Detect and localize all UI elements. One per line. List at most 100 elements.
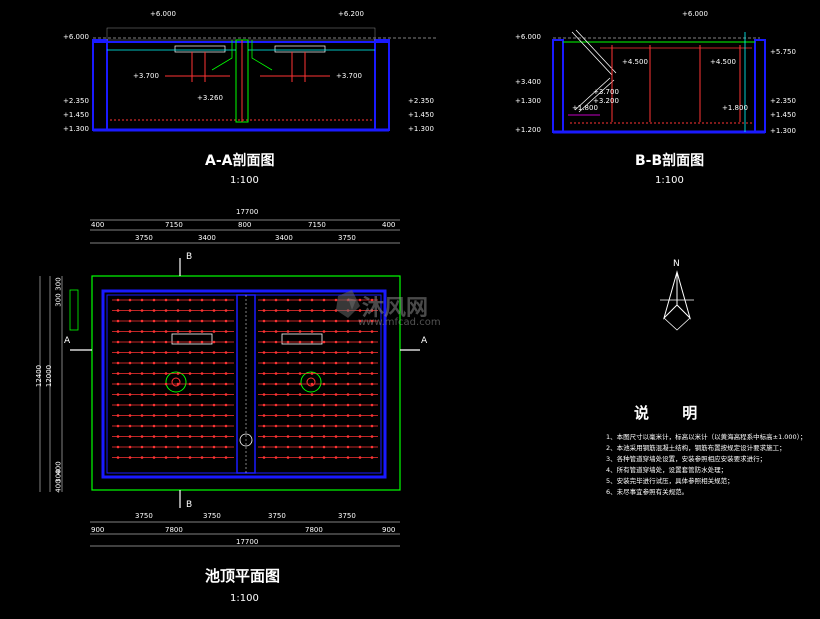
diffuser-head: [286, 330, 290, 333]
diffuser-head: [188, 403, 192, 407]
plan-top-r2-2: 3400: [275, 234, 293, 242]
diffuser-head: [322, 319, 326, 323]
diffuser-head: [188, 393, 192, 396]
diffuser-head: [274, 445, 278, 449]
diffuser-head: [322, 414, 326, 417]
diffuser-head: [262, 456, 266, 459]
diffuser-head: [262, 393, 266, 396]
note-item: 4、所有管道穿墙处，设置套管防水处理；: [606, 466, 728, 474]
plan-bot-r1-0: 3750: [135, 512, 153, 520]
diffuser-head: [164, 403, 168, 407]
diffuser-head: [128, 340, 132, 344]
diffuser-head: [298, 340, 302, 344]
diffuser-head: [346, 351, 350, 354]
diffuser-head: [310, 361, 314, 365]
diffuser-head: [274, 393, 278, 396]
diffuser-head: [310, 298, 314, 302]
diffuser-head: [116, 445, 120, 449]
diffuser-head: [322, 435, 326, 438]
diffuser-head: [140, 435, 144, 438]
diffuser-head: [140, 330, 144, 333]
bb-elev-4: +4.500: [622, 58, 648, 66]
diffuser-head: [370, 456, 374, 459]
diffuser-head: [370, 414, 374, 417]
aa-elev-8: +2.350: [408, 97, 434, 105]
diffuser-head: [334, 424, 338, 428]
diffuser-head: [152, 435, 156, 438]
diffuser-head: [128, 456, 132, 459]
diffuser-head: [334, 351, 338, 354]
diffuser-head: [310, 393, 314, 396]
diffuser-head: [224, 309, 228, 312]
diffuser-head: [188, 351, 192, 354]
diffuser-head: [164, 424, 168, 428]
diffuser-head: [224, 424, 228, 428]
diffuser-head: [116, 330, 120, 333]
aa-elev-6: +3.260: [197, 94, 223, 102]
diffuser-head: [298, 351, 302, 354]
bb-elev-14: +1.300: [770, 127, 796, 135]
diffuser-head: [164, 309, 168, 312]
north-label: N: [673, 259, 680, 269]
diffuser-head: [298, 319, 302, 323]
diffuser-head: [224, 435, 228, 438]
diffuser-head: [334, 330, 338, 333]
diffuser-head: [286, 393, 290, 396]
diffuser-head: [152, 351, 156, 354]
diffuser-head: [334, 382, 338, 386]
diffuser-head: [116, 361, 120, 365]
diffuser-head: [140, 382, 144, 386]
diffuser-head: [346, 372, 350, 375]
diffuser-head: [188, 340, 192, 344]
diffuser-head: [310, 382, 314, 386]
diffuser-head: [164, 456, 168, 459]
aa-elev-1: +6.000: [150, 10, 176, 18]
diffuser-head: [346, 403, 350, 407]
watermark-logo-icon: [336, 290, 360, 318]
diffuser-head: [310, 351, 314, 354]
aeration-grid: [112, 298, 378, 459]
section-mark-a-left: A: [64, 336, 71, 346]
diffuser-head: [286, 435, 290, 438]
diffuser-head: [128, 298, 132, 302]
diffuser-head: [224, 351, 228, 354]
diffuser-head: [188, 361, 192, 365]
diffuser-head: [310, 456, 314, 459]
diffuser-head: [116, 351, 120, 354]
diffuser-head: [358, 445, 362, 449]
diffuser-head: [334, 372, 338, 375]
diffuser-head: [164, 372, 168, 375]
diffuser-head: [346, 393, 350, 396]
diffuser-head: [274, 414, 278, 417]
diffuser-head: [212, 298, 216, 302]
diffuser-head: [346, 424, 350, 428]
diffuser-head: [370, 309, 374, 312]
bb-elev-8: +3.200: [593, 97, 619, 105]
diffuser-head: [116, 298, 120, 302]
diffuser-head: [298, 445, 302, 449]
plan-bot-r2-0: 900: [91, 526, 105, 534]
diffuser-head: [334, 403, 338, 407]
diffuser-head: [224, 319, 228, 323]
diffuser-head: [152, 424, 156, 428]
diffuser-head: [212, 445, 216, 449]
plan-top-r1-0: 400: [91, 221, 105, 229]
diffuser-head: [116, 435, 120, 438]
diffuser-head: [152, 330, 156, 333]
diffuser-head: [164, 330, 168, 333]
diffuser-head: [200, 298, 204, 302]
plan-bot-r1-2: 3750: [268, 512, 286, 520]
diffuser-head: [322, 445, 326, 449]
plan-bot-overall: 17700: [236, 538, 259, 546]
diffuser-head: [200, 424, 204, 428]
plan-left-small-1: 300: [54, 293, 63, 307]
diffuser-head: [212, 351, 216, 354]
diffuser-head: [286, 340, 290, 344]
diffuser-head: [176, 414, 180, 417]
diffuser-head: [152, 298, 156, 302]
plan-left-outer: 12400: [35, 364, 44, 388]
diffuser-head: [298, 309, 302, 312]
diffuser-head: [298, 424, 302, 428]
diffuser-head: [116, 456, 120, 459]
diffuser-head: [140, 361, 144, 365]
